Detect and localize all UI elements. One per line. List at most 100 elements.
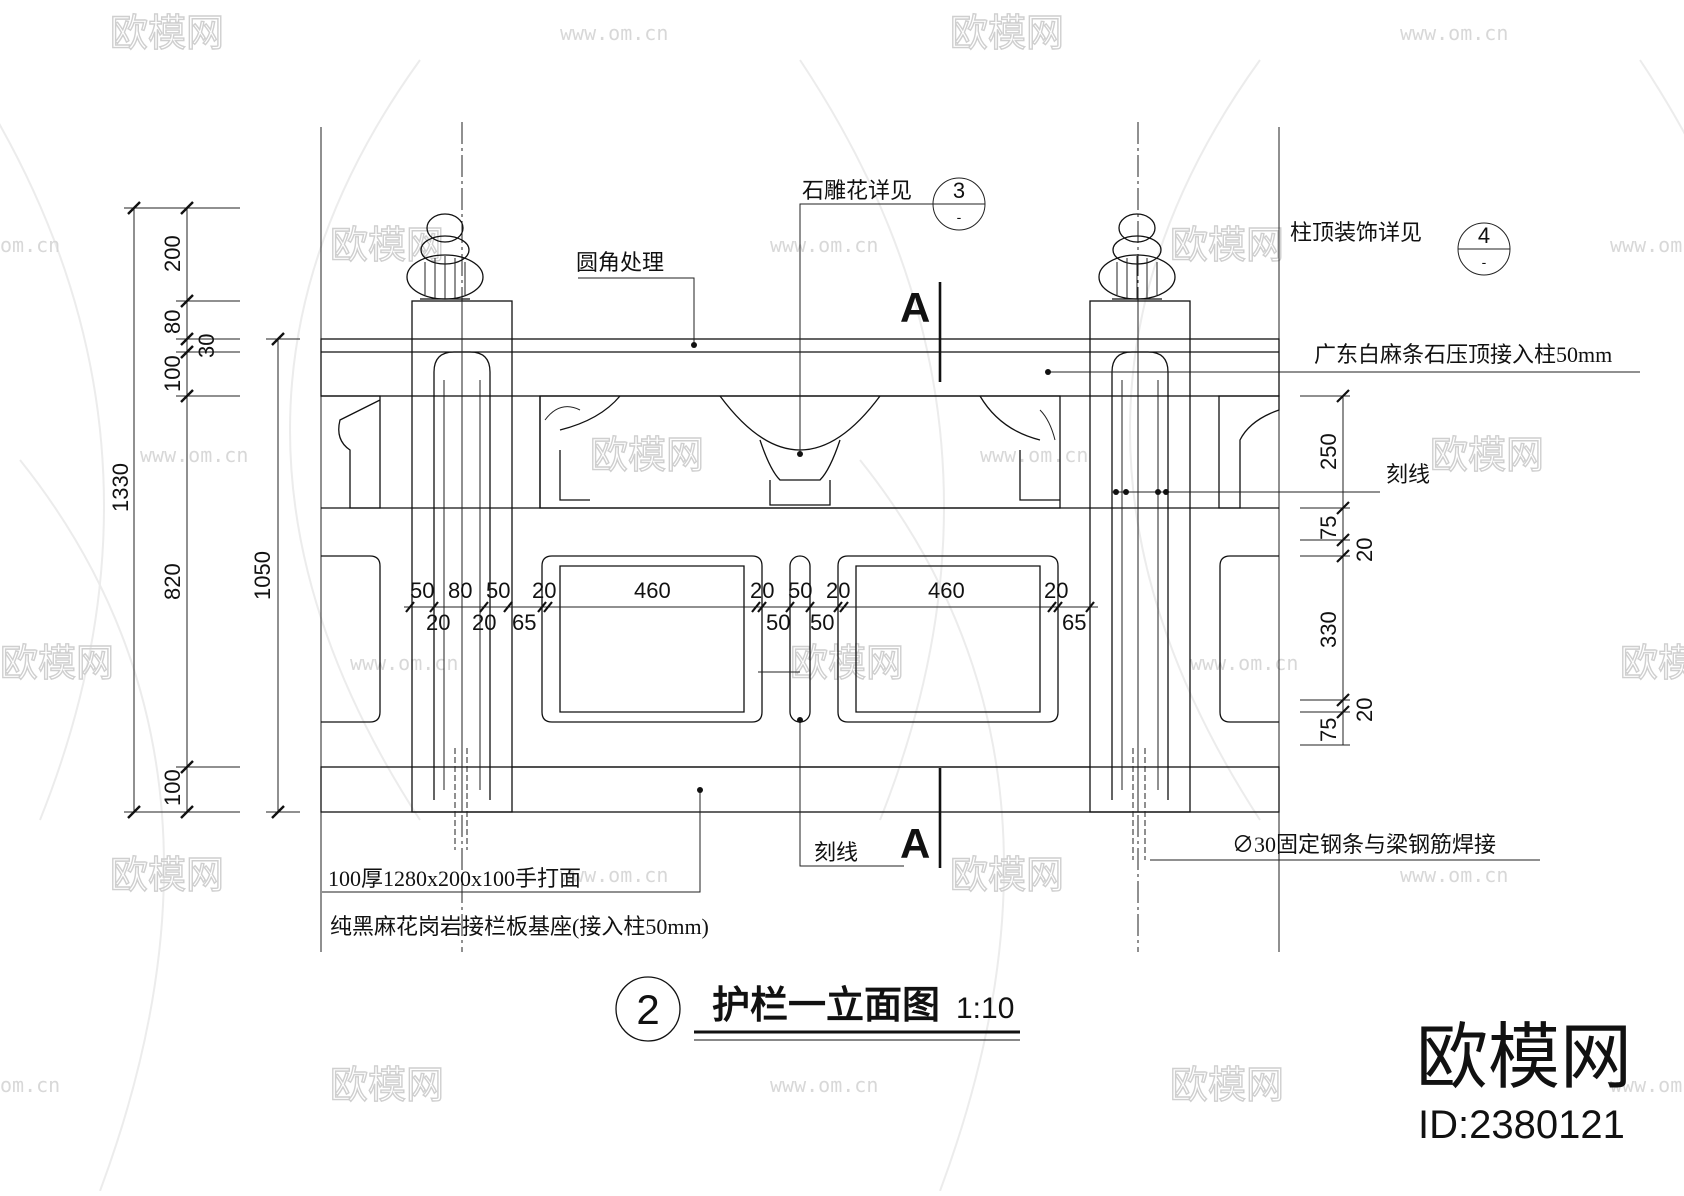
- watermark-logo: 欧模网: [789, 640, 904, 685]
- svg-text:欧模网: 欧模网: [1430, 433, 1544, 477]
- dim-label: 20: [750, 578, 774, 603]
- side-panel-left: [321, 555, 381, 723]
- watermark-logo: 欧模网: [1619, 640, 1684, 685]
- watermark-url: www.om.cn: [1190, 651, 1298, 675]
- left-dimensions: 1330 200 80 30 100 820 100 1050: [108, 201, 300, 819]
- svg-text:4: 4: [1478, 223, 1490, 248]
- watermark-logo: 欧模网: [1429, 432, 1544, 477]
- dim-label: 1330: [108, 463, 133, 512]
- watermark-logo: 欧模网: [109, 852, 224, 897]
- svg-text:欧模网: 欧模网: [950, 853, 1064, 897]
- watermark-url: om.cn: [0, 233, 60, 257]
- dim-label: 80: [160, 310, 185, 334]
- panel-right: [837, 555, 1059, 723]
- dim-label: 250: [1316, 433, 1341, 470]
- note-rounded-corner: 圆角处理: [576, 250, 664, 275]
- note-base-line1: 100厚1280x200x100手打面: [328, 866, 581, 891]
- dim-label: 200: [160, 235, 185, 272]
- svg-text:欧模网: 欧模网: [590, 433, 704, 477]
- dim-label: 100: [160, 355, 185, 392]
- side-frieze-right: [1218, 395, 1280, 509]
- svg-text:欧模网: 欧模网: [110, 11, 224, 55]
- dim-label: 20: [472, 610, 496, 635]
- section-label-top: A: [900, 284, 930, 331]
- dim-label: 50: [766, 610, 790, 635]
- svg-text:-: -: [1482, 254, 1487, 270]
- svg-text:欧模网: 欧模网: [1170, 1063, 1284, 1107]
- side-frieze-left: [321, 395, 381, 509]
- svg-text:-: -: [957, 209, 962, 225]
- panel-left: [541, 555, 763, 723]
- dim-label: 20: [1044, 578, 1068, 603]
- watermark-logo: 欧模网: [589, 432, 704, 477]
- dim-label: 65: [512, 610, 536, 635]
- watermark-url: www.om.cn: [1610, 233, 1684, 257]
- note-post-top-detail: 柱顶装饰详见: [1290, 220, 1422, 245]
- watermark-logo: 欧模网: [1169, 1062, 1284, 1107]
- watermark-url: www.om.cn: [770, 1073, 878, 1097]
- dim-label: 50: [486, 578, 510, 603]
- corner-watermark: 欧模网 ID:2380121: [1416, 1018, 1632, 1147]
- dim-label: 460: [634, 578, 671, 603]
- right-finial: [1098, 213, 1176, 300]
- watermark-logo: 欧模网: [329, 1062, 444, 1107]
- detail-callout-4: 4 -: [1457, 222, 1511, 276]
- dim-label: 50: [788, 578, 812, 603]
- watermark-url: www.om.cn: [350, 651, 458, 675]
- dim-label: 20: [1352, 538, 1377, 562]
- side-panel-right: [1219, 555, 1279, 723]
- watermark-logo: 欧模网: [1169, 222, 1284, 267]
- watermark-url: www.om.cn: [1400, 21, 1508, 45]
- note-carving-detail: 石雕花详见: [802, 178, 912, 203]
- drawing-title: 护栏一立面图: [712, 985, 940, 1027]
- dim-label: 80: [448, 578, 472, 603]
- dim-label: 75: [1316, 718, 1341, 742]
- dim-label: 65: [1062, 610, 1086, 635]
- watermark-url: www.om.cn: [560, 21, 668, 45]
- svg-text:欧模网: 欧模网: [1170, 223, 1284, 267]
- dim-label: 460: [928, 578, 965, 603]
- watermark-logo: 欧模网: [329, 222, 444, 267]
- watermark-layer: 欧模网 欧模网 欧模网 欧模网 欧模网 欧模网 欧模网 欧模网 欧模网 欧模网 …: [0, 10, 1684, 1192]
- section-cut-marks: A A: [900, 282, 942, 868]
- dim-label: 50: [410, 578, 434, 603]
- detail-callout-3: 3 -: [932, 177, 986, 231]
- dim-label: 50: [810, 610, 834, 635]
- note-rebar: ∅30固定钢条与梁钢筋焊接: [1232, 832, 1496, 857]
- svg-text:欧模网: 欧模网: [790, 641, 904, 685]
- rebar-dowels: [454, 748, 1146, 860]
- dim-label: 820: [160, 563, 185, 600]
- svg-text:欧模网: 欧模网: [0, 641, 114, 685]
- note-capping: 广东白麻条石压顶接入柱50mm: [1314, 342, 1612, 367]
- right-dimensions: 250 75 20 330 20 75: [1300, 389, 1377, 746]
- dim-label: 330: [1316, 611, 1341, 648]
- svg-text:欧模网: 欧模网: [1620, 641, 1684, 685]
- svg-text:3: 3: [953, 178, 965, 203]
- right-post: [1089, 300, 1191, 813]
- dim-label: 1050: [250, 551, 275, 600]
- view-number: 2: [636, 986, 659, 1033]
- railing-elevation: [320, 213, 1280, 813]
- watermark-url: om.cn: [0, 1073, 60, 1097]
- drawing-scale: 1:10: [956, 992, 1014, 1025]
- left-finial: [406, 213, 484, 300]
- dim-label: 20: [826, 578, 850, 603]
- note-score-line-bottom: 刻线: [814, 840, 858, 865]
- svg-text:欧模网: 欧模网: [110, 853, 224, 897]
- dim-label: 75: [1316, 516, 1341, 540]
- watermark-logo: 欧模网: [949, 852, 1064, 897]
- view-number-circle: [615, 976, 681, 1042]
- watermark-logo: 欧模网: [109, 10, 224, 55]
- note-base-line2: 纯黑麻花岗岩接栏板基座(接入柱50mm): [330, 914, 709, 939]
- watermark-url: www.om.cn: [980, 443, 1088, 467]
- dim-label: 30: [194, 334, 219, 358]
- svg-text:欧模网: 欧模网: [330, 1063, 444, 1107]
- dim-label: 20: [532, 578, 556, 603]
- corner-logo: 欧模网: [1416, 1018, 1632, 1098]
- watermark-url: www.om.cn: [1610, 1073, 1684, 1097]
- dim-label: 100: [160, 769, 185, 806]
- watermark-logo: 欧模网: [0, 640, 115, 685]
- note-score-line-right: 刻线: [1386, 462, 1430, 487]
- svg-text:欧模网: 欧模网: [330, 223, 444, 267]
